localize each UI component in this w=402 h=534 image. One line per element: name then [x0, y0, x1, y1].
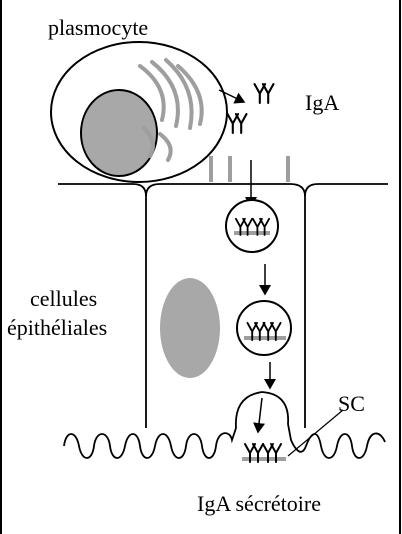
- iga-antibody-2: [228, 114, 247, 133]
- transport-arrow-4: [258, 398, 262, 432]
- label-epitheliales: épithéliales: [7, 315, 107, 340]
- label-iga-secretoire: IgA sécrétoire: [197, 491, 321, 516]
- label-iga: IgA: [305, 90, 339, 115]
- sc-pointer-line: [288, 410, 343, 456]
- apical-surface: [64, 392, 385, 458]
- vesicle-2: [237, 301, 291, 355]
- label-sc: SC: [338, 391, 365, 416]
- plasmocyte-nucleus: [81, 90, 157, 176]
- vesicle-1: [226, 200, 278, 252]
- iga-antibody-1: [255, 84, 274, 103]
- secretory-iga: [242, 444, 286, 462]
- plasmocyte-cell: [51, 42, 227, 182]
- label-plasmocyte: plasmocyte: [48, 15, 148, 40]
- receptors: [211, 156, 288, 182]
- label-cellules: cellules: [30, 286, 97, 311]
- epithelial-nucleus: [160, 278, 220, 378]
- cell-boundary-3: [305, 184, 388, 196]
